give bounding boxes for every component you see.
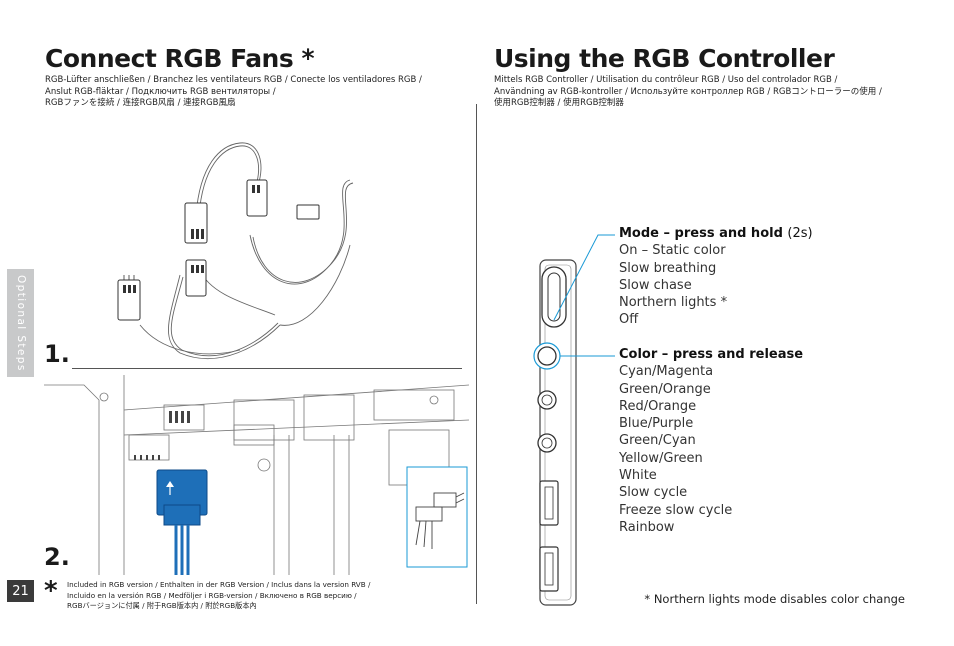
color-heading: Color – press and release [619,347,804,362]
left-footnote-line: RGBバージョンに付属 / 附于RGB版本内 / 附於RGB版本內 [67,601,257,610]
color-item: Green/Orange [619,381,711,397]
mode-list: Mode – press and hold (2s) On – Static c… [619,225,939,329]
color-item: Green/Cyan [619,433,696,449]
right-title: Using the RGB Controller [494,44,835,73]
right-subtitle-line: 使用RGB控制器 / 使用RGB控制器 [494,98,624,108]
color-item: White [619,468,657,484]
side-tab [7,269,34,377]
side-tab-label: Optional Steps [15,274,27,372]
color-item: Slow cycle [619,485,688,501]
left-subtitle-line: Anslut RGB-fläktar / Подключить RGB вент… [45,86,276,97]
left-subtitle-line: RGB-Lüfter anschließen / Branchez les ve… [45,75,422,85]
right-subtitle-line: Mittels RGB Controller / Utilisation du … [494,75,838,85]
color-item: Blue/Purple [619,416,694,432]
step-2-label: 2. [44,543,70,571]
column-divider [476,104,477,604]
step-1-rule [72,368,462,369]
color-item: Freeze slow cycle [619,502,733,518]
motherboard-connection-illustration [44,375,469,575]
left-footnote-line: Included in RGB version / Enthalten in d… [67,580,371,589]
left-footnote-line: Incluido en la versión RGB / Medföljer i… [67,590,357,600]
left-footnote: Included in RGB version / Enthalten in d… [67,580,467,612]
color-item: Cyan/Magenta [619,364,714,380]
color-item: Red/Orange [619,398,697,414]
mode-item: Slow breathing [619,260,717,276]
footnote-asterisk: * [44,576,58,606]
right-subtitle-line: Användning av RGB-kontroller / Используй… [494,86,882,97]
right-footnote: * Northern lights mode disables color ch… [644,592,905,606]
left-subtitle-line: RGBファンを接続 / 连接RGB风扇 / 連接RGB風扇 [45,98,236,108]
step-1-label: 1. [44,340,70,368]
mode-heading: Mode – press and hold (2s) [619,225,939,242]
mode-item: Off [619,312,639,328]
mode-item: Northern lights * [619,295,728,311]
mode-heading-suffix: (2s) [787,226,813,241]
color-item: Rainbow [619,519,675,535]
color-list: Color – press and release Cyan/Magenta G… [619,346,939,536]
color-item: Yellow/Green [619,450,703,466]
rgb-controller-illustration [533,234,615,606]
mode-item: On – Static color [619,243,726,259]
left-title: Connect RGB Fans * [45,44,315,73]
mode-heading-text: Mode – press and hold [619,226,783,241]
right-subtitle: Mittels RGB Controller / Utilisation du … [494,75,934,110]
left-subtitle: RGB-Lüfter anschließen / Branchez les ve… [45,75,465,110]
mode-item: Slow chase [619,277,692,293]
rgb-splitter-cable-illustration [117,142,354,359]
page-number: 21 [7,580,34,602]
